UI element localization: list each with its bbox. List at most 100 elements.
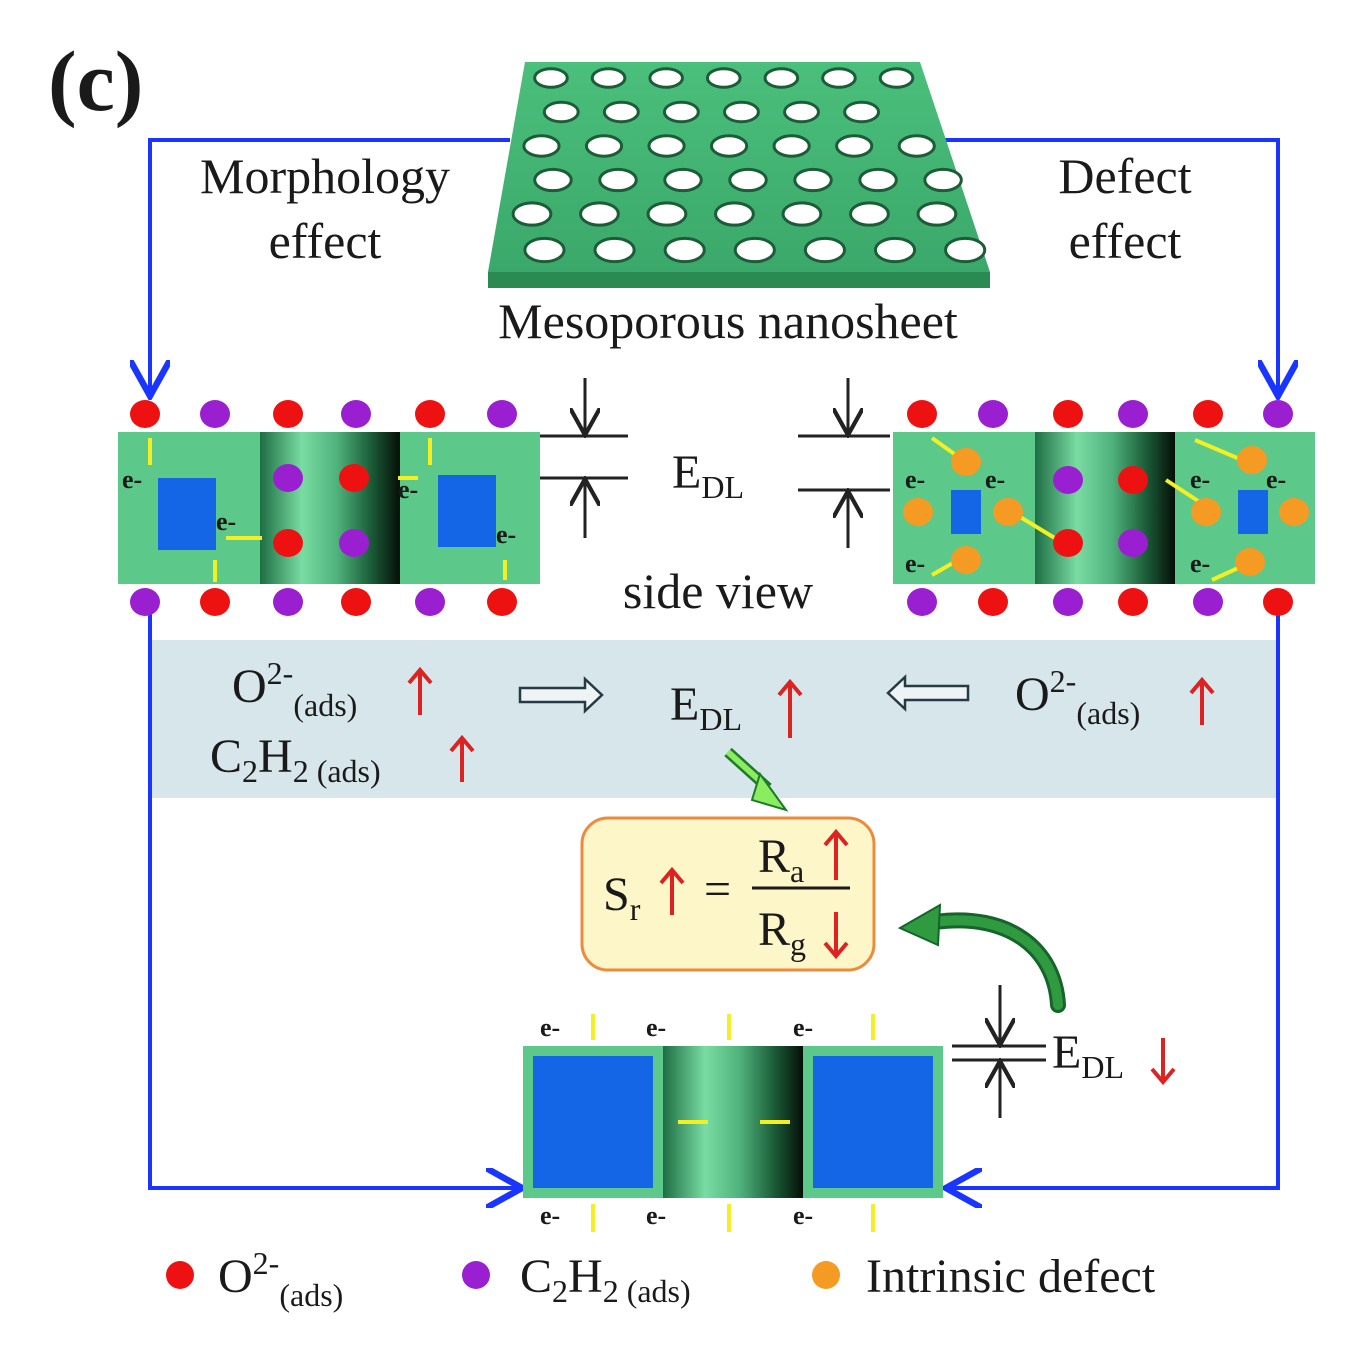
edl-label-bottom: EDL: [1052, 1026, 1124, 1085]
side-view-label: side view: [623, 563, 813, 619]
electron-label: e-: [646, 1201, 666, 1230]
legend-c2h2-dot: [462, 1261, 490, 1289]
left-side-view-block: [118, 432, 540, 584]
c2h2-dot: [130, 588, 160, 616]
defect-label-line2: effect: [1069, 213, 1182, 269]
left-bottom-flow-arrow: [148, 610, 518, 1188]
pore: [598, 167, 638, 193]
blue-core: [1238, 490, 1268, 534]
pore: [878, 67, 915, 89]
pore: [593, 236, 636, 264]
pore: [722, 100, 760, 124]
pore: [590, 67, 627, 89]
electron-label: e-: [540, 1201, 560, 1230]
red-up-arrows: [407, 666, 1215, 782]
defect-dot: [1237, 446, 1267, 474]
c2h2-dot: [1053, 588, 1083, 616]
o2-dot: [130, 400, 160, 428]
c2h2-ads-left: C2H2(ads): [210, 730, 381, 789]
pore: [783, 100, 820, 124]
c2h2-dot: [273, 464, 303, 492]
pore: [835, 134, 874, 158]
pore: [705, 67, 742, 89]
up-arrow-icon: [407, 666, 433, 715]
electron-label: e-: [1266, 465, 1286, 494]
up-arrow-icon: [777, 678, 803, 738]
o2-dot: [273, 400, 303, 428]
electron-labels: e-e-e-e-e-e-e-e-e-e-e-e-e-e-e-e-: [122, 465, 1286, 1230]
up-arrow-icon: [659, 866, 685, 915]
hollow-arrow-right: [518, 676, 604, 714]
defect-dot: [993, 498, 1023, 526]
o2-dot: [1118, 466, 1148, 494]
defect-dot: [903, 498, 933, 526]
hollow-arrow-left: [886, 674, 970, 712]
edl-label-top: EDL: [672, 446, 744, 505]
c2h2-dot: [1118, 529, 1148, 557]
c2h2-dot: [487, 400, 517, 428]
c2h2-dot: [1053, 466, 1083, 494]
legend-o2-label: O2-(ads): [218, 1245, 343, 1313]
o2-dot: [907, 400, 937, 428]
pore: [662, 100, 700, 124]
pore: [584, 134, 624, 158]
pore: [511, 201, 553, 227]
pore: [579, 201, 620, 227]
pore: [602, 100, 640, 124]
up-arrow-icon: [449, 734, 475, 782]
pore: [897, 134, 936, 158]
c2h2-dot: [1118, 400, 1148, 428]
pore: [763, 67, 800, 89]
electron-label: e-: [793, 1013, 813, 1042]
electron-label: e-: [496, 520, 516, 549]
pore: [733, 236, 776, 264]
pore: [803, 236, 846, 264]
electron-label: e-: [646, 1013, 666, 1042]
electron-label: e-: [540, 1013, 560, 1042]
electron-label: e-: [122, 465, 142, 494]
pore: [873, 236, 917, 264]
pore: [923, 167, 963, 193]
pore: [728, 167, 768, 193]
hollow-arrows: [518, 674, 970, 714]
pore: [533, 67, 569, 89]
pore: [843, 100, 881, 124]
o2-dot: [1118, 588, 1148, 616]
electron-label: e-: [985, 465, 1005, 494]
o2-dot: [1263, 588, 1293, 616]
blue-core: [533, 1056, 653, 1188]
electron-label: e-: [905, 549, 925, 578]
defect-label-line1: Defect: [1058, 148, 1191, 204]
blue-core: [951, 490, 981, 534]
pore: [781, 201, 823, 227]
pore: [523, 236, 566, 264]
sr-term: Sr: [603, 868, 641, 927]
rg-term: Rg: [758, 903, 806, 962]
ra-term: Ra: [758, 830, 804, 889]
o2-dot: [273, 529, 303, 557]
pore: [916, 201, 958, 227]
right-bottom-flow-arrow: [950, 610, 1280, 1188]
legend-defect-dot: [812, 1261, 840, 1289]
nanosheet-illustration: [488, 62, 990, 288]
electron-label: e-: [1190, 549, 1210, 578]
o2-dot: [487, 588, 517, 616]
pore: [772, 134, 811, 158]
c2h2-dot: [273, 588, 303, 616]
o2-ads-left: O2-(ads): [232, 655, 357, 723]
electron-label: e-: [398, 475, 418, 504]
morphology-label-line2: effect: [269, 213, 382, 269]
c2h2-dot: [907, 588, 937, 616]
left-top-flow-arrow: [150, 138, 510, 392]
down-arrow-icon: [1150, 1038, 1176, 1086]
electron-label: e-: [905, 465, 925, 494]
o2-dot: [415, 400, 445, 428]
legend-defect-label: Intrinsic defect: [866, 1250, 1156, 1303]
pore: [522, 134, 561, 158]
o2-dot: [1053, 400, 1083, 428]
o2-dot: [1193, 400, 1223, 428]
c2h2-dot: [339, 529, 369, 557]
c2h2-dot: [200, 400, 230, 428]
pore: [646, 201, 688, 227]
legend-o2-dot: [166, 1261, 194, 1289]
